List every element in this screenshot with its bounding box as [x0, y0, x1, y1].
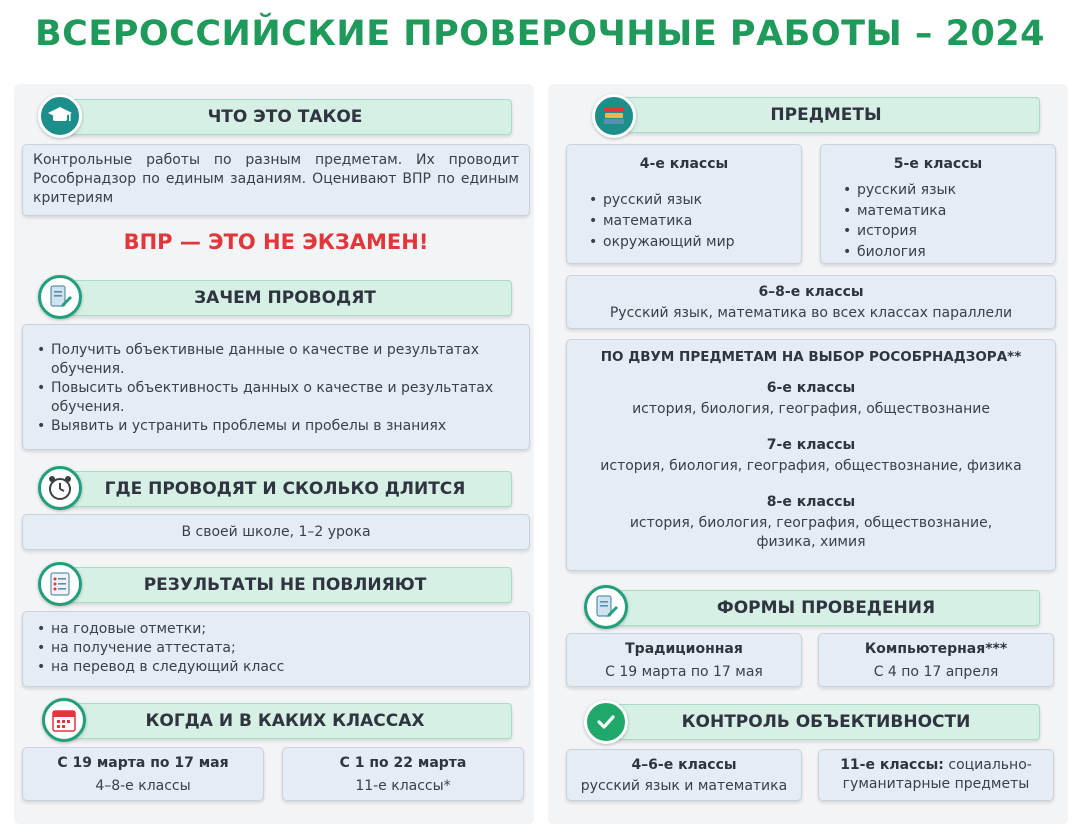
- checkmark-icon: [584, 700, 628, 744]
- results-item: на годовые отметки;: [35, 620, 517, 639]
- control-card-text: социально-гуманитарные предметы: [842, 757, 1032, 792]
- subjects-grade4-item: окружающий мир: [587, 232, 801, 253]
- why-item: Получить объективные данные о качестве и…: [35, 341, 517, 379]
- what-text: Контрольные работы по разным предметам. …: [33, 152, 519, 206]
- where-description: В своей школе, 1–2 урока: [22, 514, 530, 550]
- results-item: на перевод в следующий класс: [35, 658, 517, 677]
- section-header-subjects: ПРЕДМЕТЫ: [612, 97, 1040, 133]
- section-header-why: ЗАЧЕМ ПРОВОДЯТ: [58, 280, 512, 316]
- books-icon: [592, 94, 636, 138]
- section-header-control: КОНТРОЛЬ ОБЪЕКТИВНОСТИ: [612, 704, 1040, 740]
- choice-grade7-text: история, биология, география, обществозн…: [600, 458, 1022, 474]
- subjects-grade4-item: математика: [587, 211, 801, 232]
- section-header-forms: ФОРМЫ ПРОВЕДЕНИЯ: [612, 590, 1040, 626]
- subjects-grade5-title: 5-е классы: [893, 156, 983, 172]
- subjects-grade4-title: 4-е классы: [639, 156, 729, 172]
- graduation-cap-icon: [38, 94, 82, 138]
- subjects-grade5-card: 5-е классы русский язык математика истор…: [820, 144, 1056, 264]
- forms-card-computer: Компьютерная*** С 4 по 17 апреля: [818, 633, 1054, 687]
- what-description: Контрольные работы по разным предметам. …: [22, 144, 530, 216]
- where-text: В своей школе, 1–2 урока: [181, 524, 371, 540]
- calendar-icon: [42, 698, 86, 742]
- control-card-title: 4–6-е классы: [631, 757, 737, 773]
- when-card-text: 11-е классы*: [355, 778, 451, 794]
- subjects-grade5-item: история: [841, 221, 1055, 242]
- control-card-text: русский язык и математика: [580, 778, 788, 794]
- page-title: ВСЕРОССИЙСКИЕ ПРОВЕРОЧНЫЕ РАБОТЫ – 2024: [34, 14, 1046, 54]
- when-card-title: С 1 по 22 марта: [339, 755, 467, 771]
- section-header-results: РЕЗУЛЬТАТЫ НЕ ПОВЛИЯЮТ: [58, 567, 512, 603]
- when-card-spring: С 19 марта по 17 мая 4–8-е классы: [22, 747, 264, 801]
- control-card-grade11: 11-е классы: социально-гуманитарные пред…: [818, 749, 1054, 801]
- results-list: на годовые отметки; на получение аттеста…: [22, 611, 530, 687]
- when-card-title: С 19 марта по 17 мая: [57, 755, 229, 771]
- control-card-grades4-6: 4–6-е классы русский язык и математика: [566, 749, 802, 801]
- subjects-grade5-item: биология: [841, 242, 1055, 263]
- forms-card-title: Традиционная: [625, 641, 743, 657]
- choice-grade7-title: 7-е классы: [766, 437, 856, 453]
- choice-grade8-text: история, биология, география, обществозн…: [629, 515, 993, 550]
- when-card-text: 4–8-е классы: [95, 778, 191, 794]
- why-item: Выявить и устранить проблемы и пробелы в…: [35, 417, 517, 436]
- not-exam-banner: ВПР — ЭТО НЕ ЭКЗАМЕН!: [123, 230, 429, 254]
- choice-title: ПО ДВУМ ПРЕДМЕТАМ НА ВЫБОР РОСОБРНАДЗОРА…: [600, 349, 1022, 365]
- forms-card-text: С 4 по 17 апреля: [873, 664, 999, 680]
- section-header-what: ЧТО ЭТО ТАКОЕ: [58, 99, 512, 135]
- section-header-when: КОГДА И В КАКИХ КЛАССАХ: [58, 703, 512, 739]
- forms-card-traditional: Традиционная С 19 марта по 17 мая: [566, 633, 802, 687]
- when-card-march: С 1 по 22 марта 11-е классы*: [282, 747, 524, 801]
- choice-grade8-title: 8-е классы: [766, 494, 856, 510]
- why-list: Получить объективные данные о качестве и…: [22, 324, 530, 450]
- alarm-clock-icon: [38, 466, 82, 510]
- subjects-grade6-8-text: Русский язык, математика во всех классах…: [609, 305, 1013, 321]
- subjects-grade4-card: 4-е классы русский язык математика окруж…: [566, 144, 802, 264]
- subjects-grade5-item: русский язык: [841, 180, 1055, 201]
- choice-grade6-text: история, биология, география, обществозн…: [632, 401, 990, 417]
- checklist-icon: [38, 562, 82, 606]
- forms-card-text: С 19 марта по 17 мая: [605, 664, 763, 680]
- subjects-grade6-8-title: 6–8-е классы: [758, 284, 864, 300]
- control-card-title: 11-е классы:: [840, 757, 944, 773]
- why-item: Повысить объективность данных о качестве…: [35, 379, 517, 417]
- subjects-grade5-item: математика: [841, 201, 1055, 222]
- section-header-where: ГДЕ ПРОВОДЯТ И СКОЛЬКО ДЛИТСЯ: [58, 471, 512, 507]
- document-icon: [38, 275, 82, 319]
- results-item: на получение аттестата;: [35, 639, 517, 658]
- subjects-grade6-8-card: 6–8-е классы Русский язык, математика во…: [566, 275, 1056, 329]
- subjects-grade4-item: русский язык: [587, 190, 801, 211]
- choice-card: ПО ДВУМ ПРЕДМЕТАМ НА ВЫБОР РОСОБРНАДЗОРА…: [566, 339, 1056, 571]
- choice-grade6-title: 6-е классы: [766, 380, 856, 396]
- forms-card-title: Компьютерная***: [864, 641, 1008, 657]
- document-edit-icon: [584, 585, 628, 629]
